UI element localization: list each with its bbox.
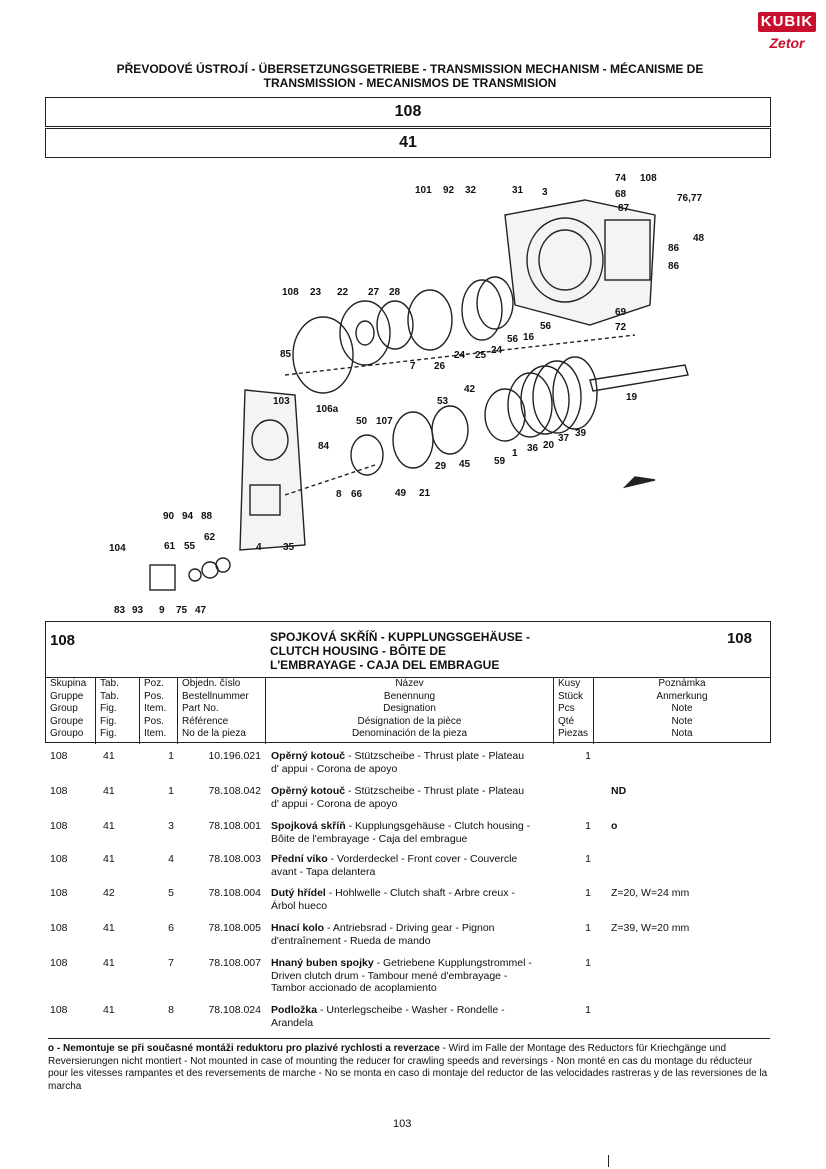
page-number: 103 xyxy=(393,1118,412,1130)
section-title-line3: L'EMBRAYAGE - CAJA DEL EMBRAGUE xyxy=(270,658,500,672)
diagram-label-74: 74 xyxy=(615,173,627,184)
diagram-label-24a: 24 xyxy=(491,345,503,356)
diagram-label-85: 85 xyxy=(280,349,292,360)
diagram-label-47: 47 xyxy=(195,605,207,616)
diagram-label-69: 69 xyxy=(615,307,627,318)
diagram-label-62: 62 xyxy=(204,532,216,543)
section-title-line1: SPOJKOVÁ SKŘÍŇ - KUPPLUNGSGEHÄUSE - xyxy=(270,630,531,644)
page-title-line2: TRANSMISSION - MECANISMOS DE TRANSMISION xyxy=(263,76,557,90)
diagram-label-28: 28 xyxy=(389,287,401,298)
table-number-box: 41 xyxy=(45,128,771,158)
diagram-label-104: 104 xyxy=(109,543,126,554)
diagram-label-107: 107 xyxy=(376,416,393,427)
diagram-label-4: 4 xyxy=(256,542,262,553)
diagram-label-94: 94 xyxy=(182,511,194,522)
section-group-number: 108 xyxy=(50,632,76,649)
diagram-label-48: 48 xyxy=(693,233,705,244)
diagram-label-27: 27 xyxy=(368,287,380,298)
diagram-label-50: 50 xyxy=(356,416,368,427)
exploded-parts-diagram: 101 92 32 31 3 74 68 108 87 76,77 48 86 … xyxy=(109,173,705,616)
diagram-label-92: 92 xyxy=(443,185,455,196)
group-number-box: 108 xyxy=(45,97,771,127)
diagram-label-83: 83 xyxy=(114,605,126,616)
diagram-label-32: 32 xyxy=(465,185,477,196)
diagram-label-75: 75 xyxy=(176,605,188,616)
diagram-label-56a: 56 xyxy=(540,321,552,332)
diagram-label-55: 55 xyxy=(184,541,196,552)
diagram-label-49: 49 xyxy=(395,488,407,499)
col-header-pos: Poz.Pos.Item.Pos.Item. xyxy=(140,678,178,744)
diagram-label-23: 23 xyxy=(310,287,322,298)
diagram-label-103: 103 xyxy=(273,396,290,407)
diagram-label-101: 101 xyxy=(415,185,432,196)
diagram-label-108-left: 108 xyxy=(282,287,299,298)
diagram-label-8: 8 xyxy=(336,489,342,500)
diagram-label-42: 42 xyxy=(464,384,476,395)
diagram-label-7: 7 xyxy=(410,361,416,372)
diagram-label-56b: 56 xyxy=(507,334,519,345)
diagram-label-20: 20 xyxy=(543,440,555,451)
diagram-label-59: 59 xyxy=(494,456,506,467)
diagram-label-21: 21 xyxy=(419,488,431,499)
logo-zetor-text: Zetor xyxy=(769,35,805,51)
diagram-label-26: 26 xyxy=(434,361,446,372)
footnote-bold: o - Nemontuje se při současné montáži re… xyxy=(48,1043,440,1054)
diagram-label-86a: 86 xyxy=(668,243,680,254)
diagram-label-87: 87 xyxy=(618,203,630,214)
footnote: o - Nemontuje se při současné montáži re… xyxy=(48,1038,770,1093)
diagram-label-68: 68 xyxy=(615,189,627,200)
diagram-label-25: 25 xyxy=(475,350,487,361)
margin-mark xyxy=(608,1155,609,1167)
diagram-label-76-77: 76,77 xyxy=(677,193,702,204)
section-group-number-right: 108 xyxy=(726,630,752,647)
logo-kubik-text: KUBIK xyxy=(758,12,816,32)
diagram-label-61: 61 xyxy=(164,541,176,552)
section-header: 108 108 SPOJKOVÁ SKŘÍŇ - KUPPLUNGSGEHÄUS… xyxy=(45,621,771,744)
footnote-text: - Wird im Falle der Montage des Reductor… xyxy=(48,1043,768,1092)
diagram-label-45: 45 xyxy=(459,459,471,470)
diagram-label-29: 29 xyxy=(435,461,447,472)
page-title-line1: PŘEVODOVÉ ÚSTROJÍ - ÜBERSETZUNGSGETRIEBE… xyxy=(116,62,704,76)
diagram-label-16: 16 xyxy=(523,332,535,343)
diagram-label-9: 9 xyxy=(159,605,165,616)
diagram-label-22: 22 xyxy=(337,287,349,298)
diagram-label-93: 93 xyxy=(132,605,144,616)
kubik-zetor-logo: KUBIK Zetor xyxy=(758,12,816,62)
diagram-label-19: 19 xyxy=(626,392,638,403)
section-title: SPOJKOVÁ SKŘÍŇ - KUPPLUNGSGEHÄUSE - CLUT… xyxy=(270,630,570,672)
diagram-label-108-top: 108 xyxy=(640,173,657,184)
diagram-label-3: 3 xyxy=(542,187,548,198)
diagram-label-106a: 106a xyxy=(316,404,339,415)
diagram-label-72: 72 xyxy=(615,322,627,333)
diagram-label-37: 37 xyxy=(558,433,570,444)
section-title-line2: CLUTCH HOUSING - BÔITE DE xyxy=(270,644,446,658)
diagram-label-31: 31 xyxy=(512,185,524,196)
diagram-label-24b: 24 xyxy=(454,350,466,361)
page-title: PŘEVODOVÉ ÚSTROJÍ - ÜBERSETZUNGSGETRIEBE… xyxy=(80,62,740,90)
diagram-label-1: 1 xyxy=(512,448,518,459)
col-header-table: Tab.Tab.Fig.Fig.Fig. xyxy=(96,678,140,744)
diagram-label-36: 36 xyxy=(527,443,539,454)
diagram-label-84: 84 xyxy=(318,441,330,452)
diagram-label-88: 88 xyxy=(201,511,213,522)
diagram-label-66: 66 xyxy=(351,489,363,500)
diagram-label-35: 35 xyxy=(283,542,295,553)
diagram-label-53: 53 xyxy=(437,396,449,407)
diagram-label-39: 39 xyxy=(575,428,587,439)
diagram-label-86b: 86 xyxy=(668,261,680,272)
diagram-label-90: 90 xyxy=(163,511,175,522)
